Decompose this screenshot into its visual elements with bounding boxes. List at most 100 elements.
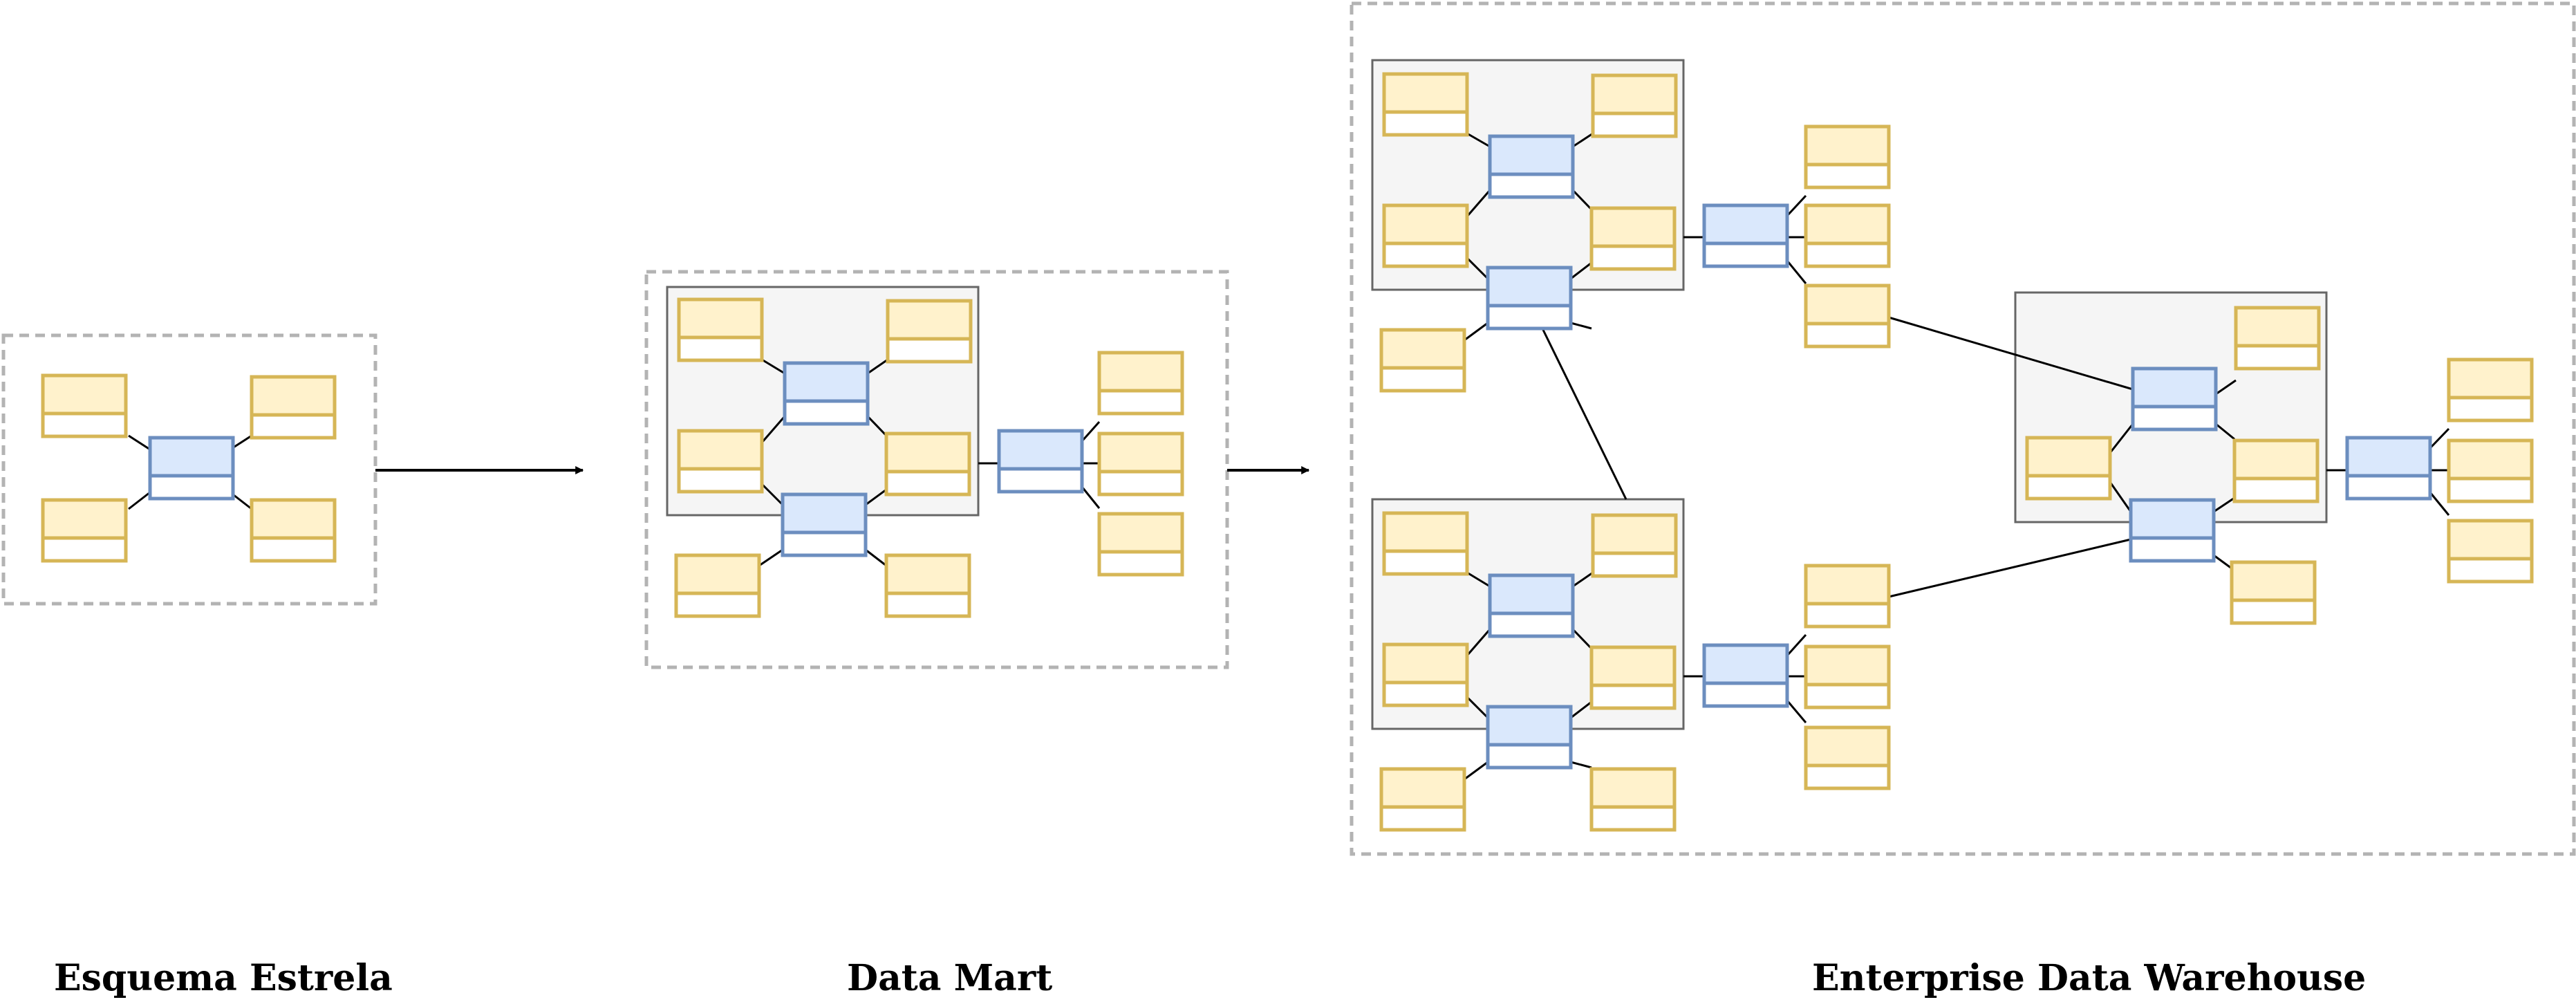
connector-line [760, 416, 786, 443]
dimension-table-body [677, 335, 764, 362]
dimension-table-header [1097, 512, 1184, 554]
fact-table [781, 492, 868, 557]
dimension-table-header [2230, 560, 2317, 602]
dimension-table-header [884, 553, 971, 595]
dimension-table-header [1589, 767, 1677, 809]
connector-line [865, 548, 887, 567]
dimension-table-header [1589, 645, 1677, 687]
fact-table-body [1486, 743, 1573, 770]
fact-table-header [148, 436, 235, 478]
dimension-table-header [1804, 564, 1891, 606]
dimension-table-header [250, 498, 337, 540]
dimension-table-body [1379, 366, 1466, 393]
dimension-table [41, 373, 128, 438]
dimension-table [1097, 432, 1184, 497]
dimension-table [884, 553, 971, 618]
dimension-table-body [1382, 680, 1469, 707]
dimension-table [250, 375, 337, 440]
dimension-table-body [2025, 474, 2112, 501]
dimension-table-body [1804, 322, 1891, 349]
dimension-table-body [41, 536, 128, 563]
dimension-table [2447, 358, 2534, 423]
connector-line [2215, 379, 2237, 396]
fact-table-body [148, 474, 235, 501]
connector-line [1466, 189, 1491, 217]
fact-table [1486, 266, 1573, 331]
dimension-table-body [2230, 598, 2317, 625]
dimension-table [886, 299, 973, 364]
connector-line [1466, 629, 1491, 656]
dimension-table-header [1589, 206, 1677, 248]
dimension-table-header [886, 299, 973, 341]
dimension-table-header [1379, 328, 1466, 370]
dimension-table-body [1589, 683, 1677, 710]
fact-table [1486, 705, 1573, 770]
dimension-table-body [1804, 241, 1891, 268]
dimension-table-body [1591, 111, 1678, 138]
dimension-table-header [1804, 124, 1891, 167]
dimension-table-body [674, 591, 761, 618]
fact-table-body [1702, 241, 1789, 268]
connector-line [2213, 497, 2235, 513]
fact-table-body [1488, 611, 1575, 638]
connector-line [1572, 132, 1594, 148]
dimension-table-body [1804, 683, 1891, 709]
connector-line [1888, 316, 2134, 391]
connector-line [1571, 189, 1593, 211]
connector-line [1786, 194, 1807, 217]
fact-table [1488, 573, 1575, 638]
star-schema-boundary [1, 333, 377, 606]
dimension-table-header [2234, 306, 2321, 348]
connector-line [1570, 261, 1592, 280]
fact-table [1488, 134, 1575, 199]
fact-table-header [781, 492, 868, 535]
dimension-table [2234, 306, 2321, 371]
fact-table-header [1486, 705, 1573, 747]
fact-table [2131, 367, 2218, 432]
edw-boundary [1350, 1, 2576, 856]
connector-line [867, 358, 888, 375]
connector-line [1888, 538, 2131, 598]
connector-line [761, 358, 785, 375]
dimension-table-body [2447, 396, 2534, 423]
fact-table-body [1486, 304, 1573, 331]
connector-line [2213, 554, 2232, 570]
dimension-table-body [1382, 241, 1469, 268]
fact-table-body [2345, 474, 2432, 501]
fact-table-header [1488, 134, 1575, 176]
connector-line [865, 488, 887, 506]
dimension-table-header [1804, 203, 1891, 245]
dimension-table-body [1804, 602, 1891, 629]
dimension-table [250, 498, 337, 563]
connector-line [2109, 423, 2134, 454]
dimension-table [1591, 513, 1678, 578]
dimension-table-body [1097, 550, 1184, 577]
connector-line [1466, 132, 1491, 148]
dimension-table-header [2025, 436, 2112, 478]
dimension-table-header [1097, 351, 1184, 393]
dimension-table [1379, 328, 1466, 393]
dimension-table [1804, 644, 1891, 709]
dimension-table [1589, 645, 1677, 710]
dimension-table-header [1591, 513, 1678, 555]
connector-line [128, 434, 151, 451]
connector-line [758, 548, 783, 567]
dimension-table-body [1097, 389, 1184, 416]
caption-edw: Enterprise Data Warehouse [1812, 957, 2367, 999]
connector-line [1081, 421, 1101, 442]
connector-line [128, 491, 151, 510]
dimension-table-body [1591, 551, 1678, 578]
dimension-table [1382, 511, 1469, 576]
connector-line [1786, 633, 1807, 657]
dimension-table [1804, 203, 1891, 268]
dimension-table-body [1382, 549, 1469, 576]
dimension-table [1591, 73, 1678, 138]
dimension-table-header [1804, 284, 1891, 326]
fact-table-header [997, 429, 1084, 471]
connector-line [2109, 481, 2132, 512]
fact-table [2129, 498, 2216, 563]
connector-lines [128, 132, 2450, 781]
dimension-table [677, 297, 764, 362]
dimension-table-body [884, 470, 971, 497]
